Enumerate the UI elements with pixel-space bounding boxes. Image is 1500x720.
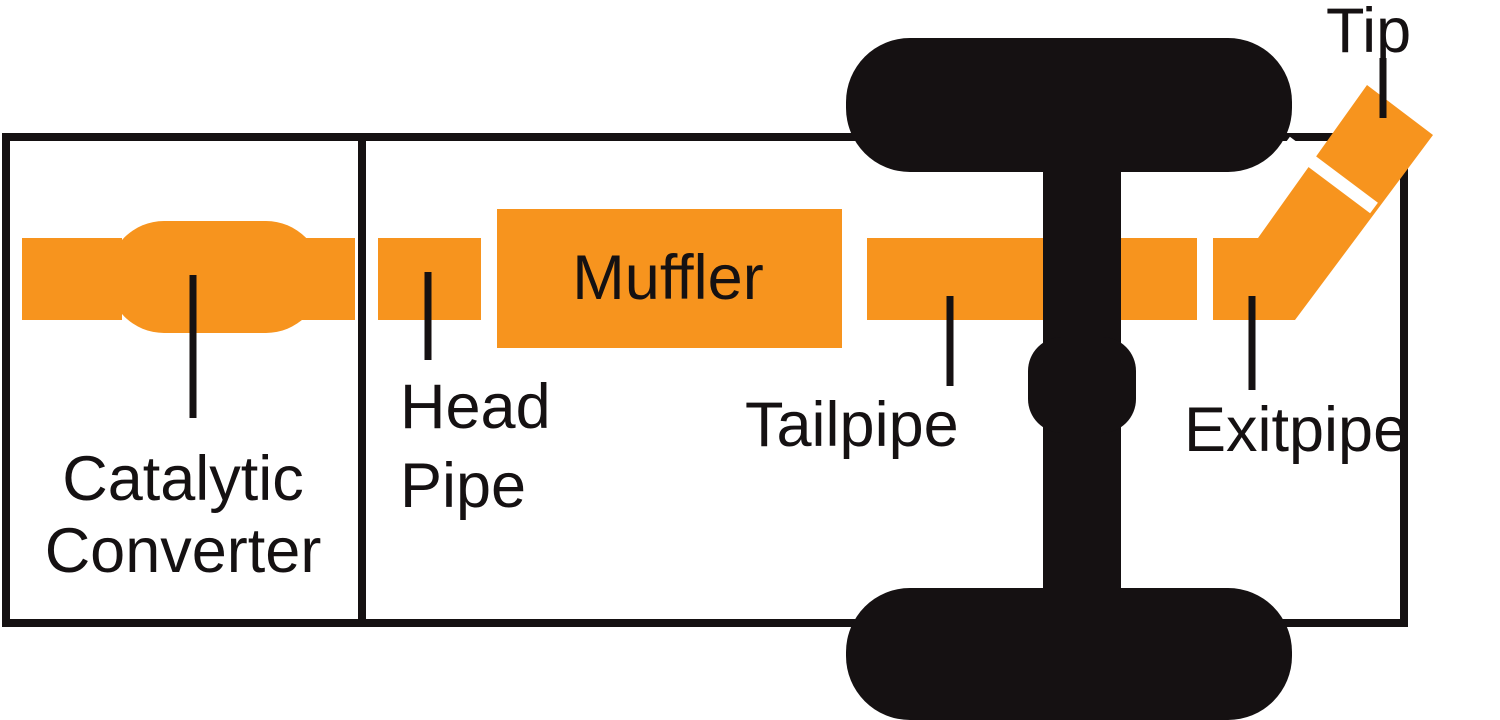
catalytic-converter-label-line1: Catalytic [62, 444, 304, 514]
undercarriage [846, 38, 1292, 720]
wheel-bottom [846, 588, 1292, 720]
tailpipe-label: Tailpipe [745, 390, 959, 460]
head-pipe-label-line1: Head [400, 372, 551, 442]
labels: Catalytic Converter Head Pipe Muffler Ta… [45, 0, 1411, 586]
differential [1028, 337, 1136, 433]
tip-label: Tip [1326, 0, 1411, 66]
tip-joint-gap [1282, 136, 1378, 214]
vehicle-frame [2, 133, 1408, 627]
frame-outline [2, 133, 1408, 627]
exitpipe-and-tip-shape [1213, 85, 1433, 320]
wheel-top [846, 38, 1292, 172]
muffler-label: Muffler [572, 243, 763, 313]
catalytic-converter-label-line2: Converter [45, 516, 322, 586]
leader-lines [189, 58, 1387, 418]
catalytic-converter-shape [108, 221, 322, 333]
exitpipe-label: Exitpipe [1184, 395, 1408, 465]
muffler-body [497, 209, 842, 348]
head-pipe-label-line2: Pipe [400, 451, 526, 521]
catalytic-outlet-pipe [300, 238, 355, 320]
exhaust-pipes [22, 85, 1433, 348]
inlet-pipe [22, 238, 122, 320]
tailpipe-shape [867, 238, 1197, 320]
